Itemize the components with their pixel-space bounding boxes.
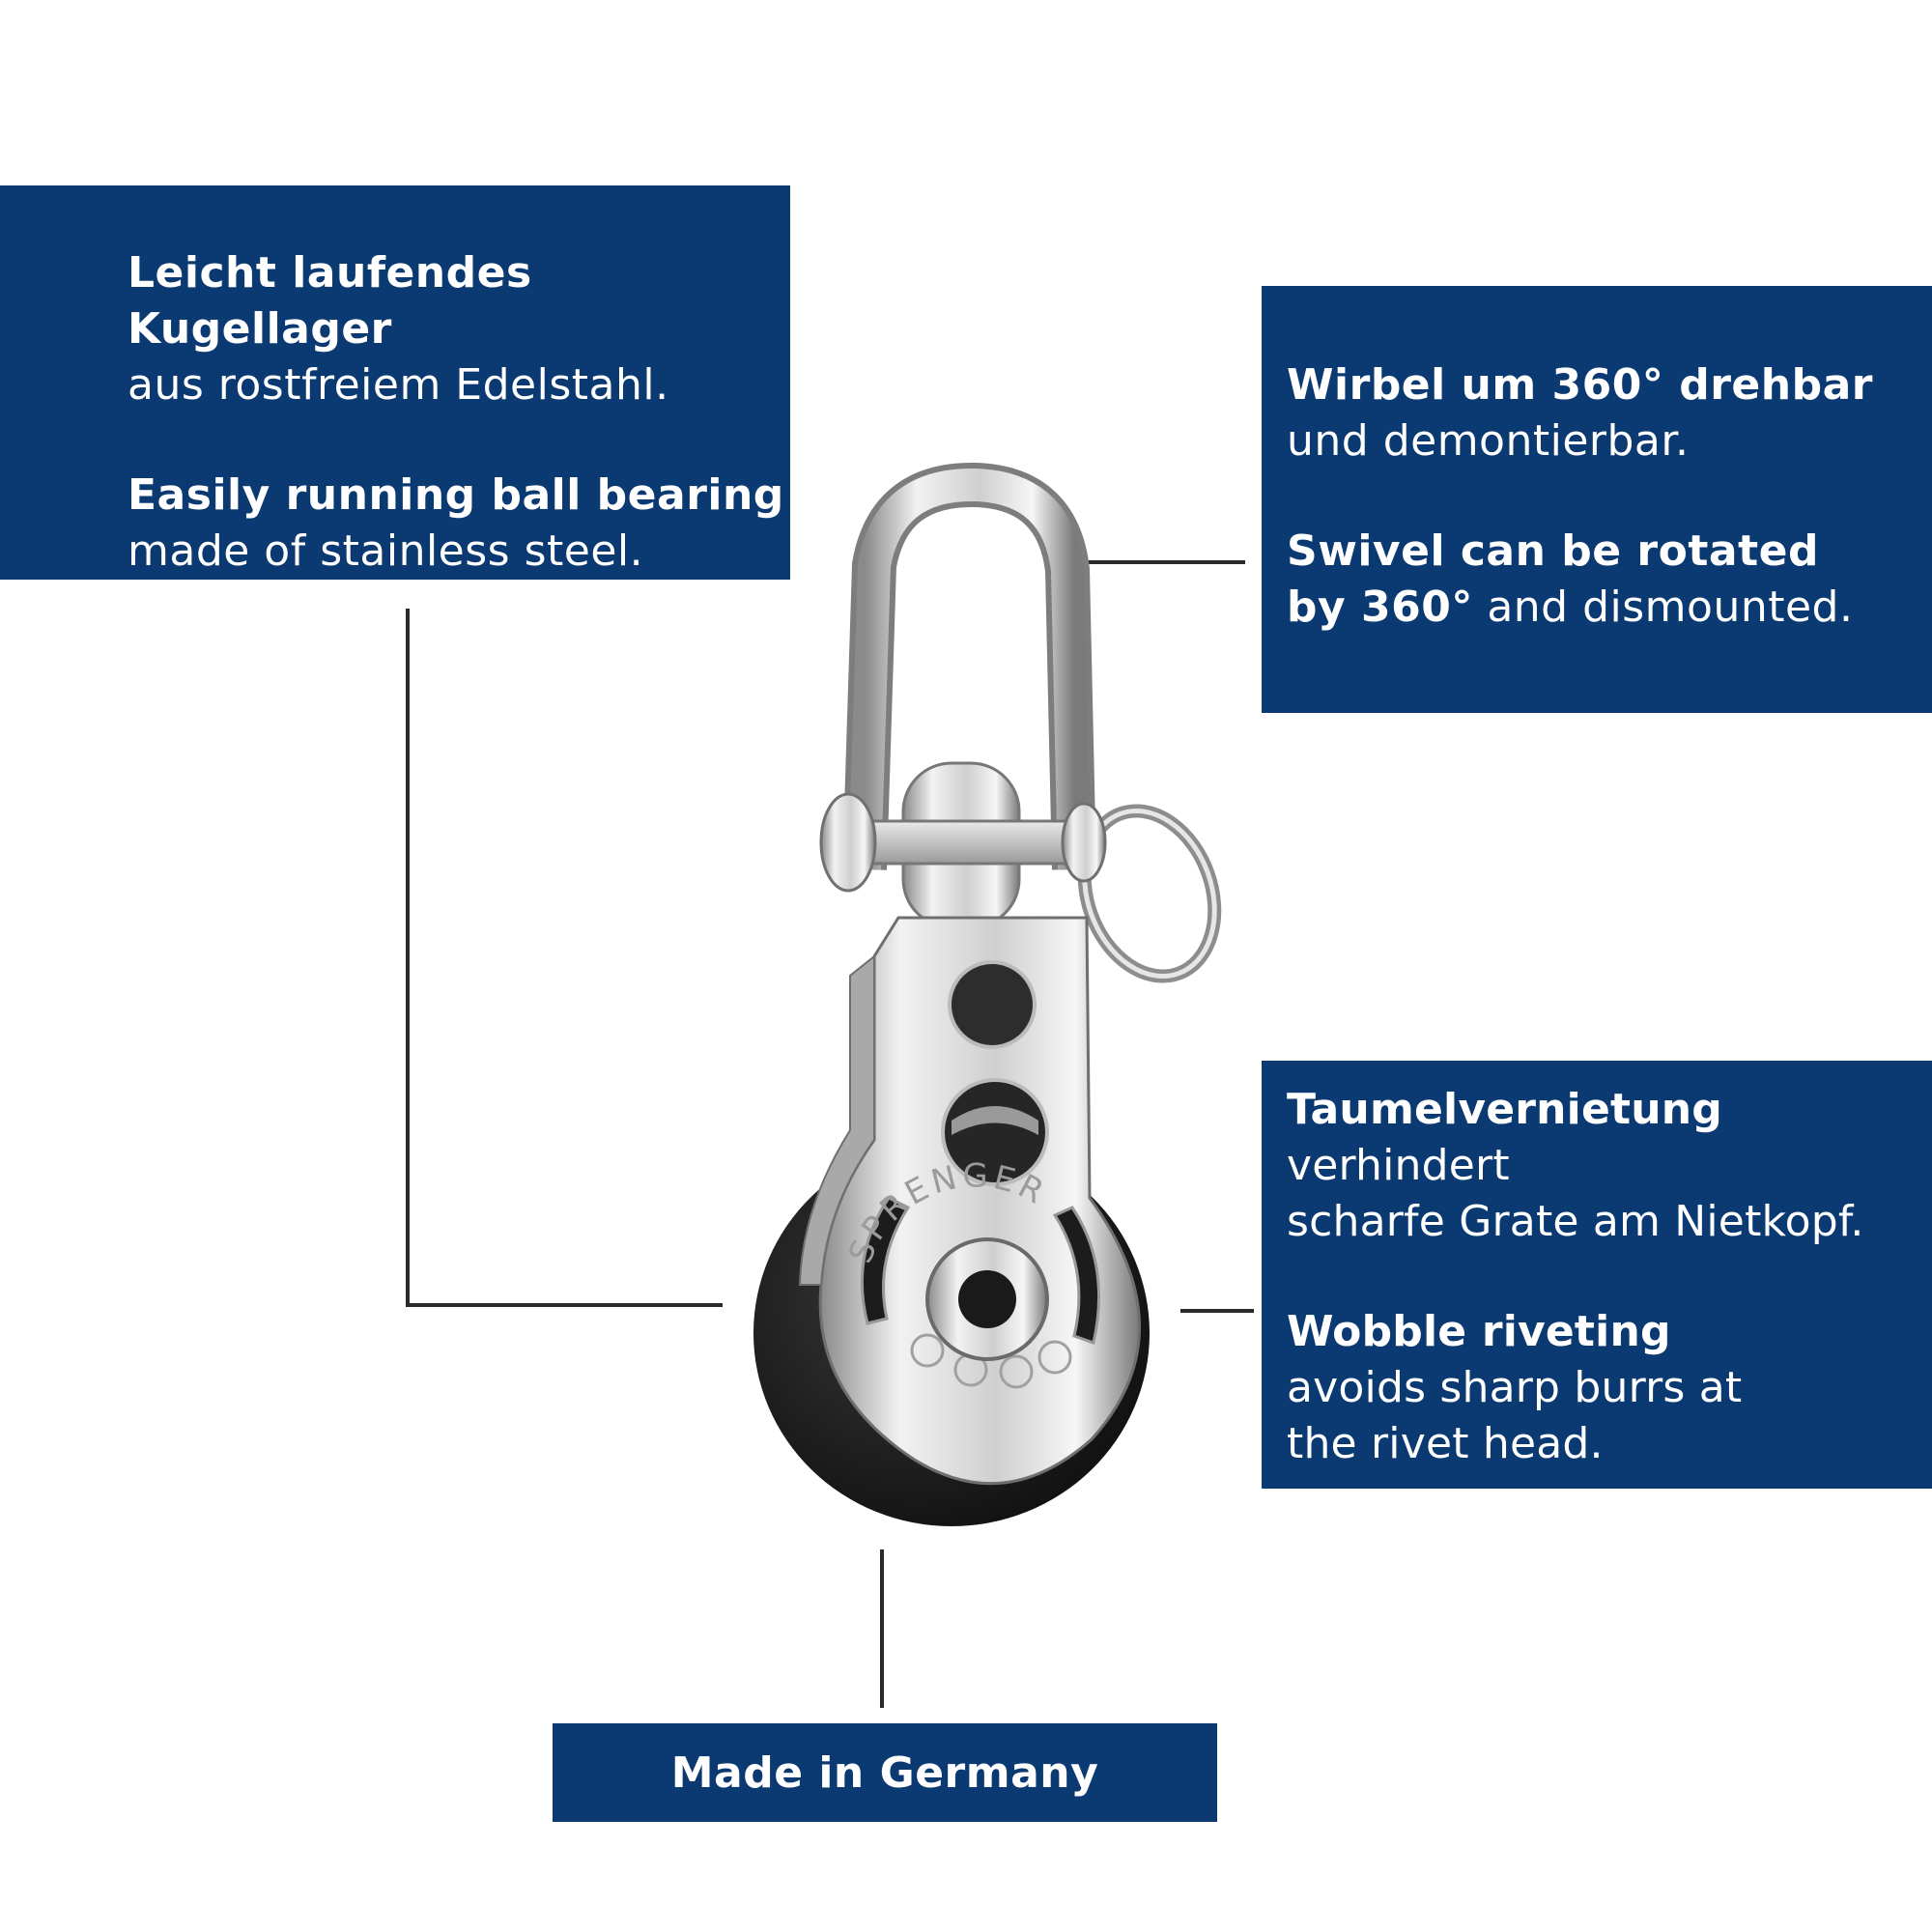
bearing-english-rest: made of stainless steel. [128,526,644,576]
shackle-pin [838,819,1098,866]
feature-box-bearing: Leicht laufendes Kugellager aus rostfrei… [0,185,790,580]
bearing-german-bold: Leicht laufendes Kugellager [128,248,532,354]
rivet-german: Taumelvernietung verhindert scharfe Grat… [1287,1082,1932,1250]
made-in-germany-box: Made in Germany [553,1723,1217,1822]
swivel-english-bold-2: by 360° [1287,582,1473,632]
bearing-english-bold: Easily running ball bearing [128,470,784,520]
bearing-german-rest: aus rostfreiem Edelstahl. [128,360,669,410]
engraved-circles [910,1333,1072,1389]
rivet-german-rest-2: scharfe Grate am Nietkopf. [1287,1197,1864,1246]
plate-flange [798,953,875,1286]
middle-hole [941,1078,1049,1186]
top-hole [948,960,1037,1049]
feature-box-rivet: Taumelvernietung verhindert scharfe Grat… [1262,1061,1932,1489]
rivet-english: Wobble riveting avoids sharp burrs at th… [1287,1304,1932,1472]
slot-left [860,1196,911,1325]
made-in-germany-label: Made in Germany [670,1747,1099,1798]
slot-right [1052,1206,1101,1345]
swivel-german-rest: und demontierbar. [1287,416,1690,466]
swivel-german: Wirbel um 360° drehbar und demontierbar. [1287,357,1932,469]
rivet-german-rest-1: verhindert [1287,1141,1510,1190]
split-ring [1077,804,1222,983]
swivel-english-rest: and dismounted. [1472,582,1854,632]
rivet-english-rest-2: the rivet head. [1287,1419,1604,1468]
rivet-english-bold: Wobble riveting [1287,1307,1671,1356]
rivet-german-bold: Taumelvernietung [1287,1085,1722,1134]
pin-head-left [819,792,877,893]
rivet-hole [958,1270,1016,1328]
bearing-german: Leicht laufendes Kugellager aus rostfrei… [128,245,790,413]
swivel-shackle [842,462,1096,870]
swivel-english: Swivel can be rotated by 360° and dismou… [1287,524,1932,636]
swivel-german-bold: Wirbel um 360° drehbar [1287,360,1873,410]
leader-lines [406,560,1254,1708]
feature-box-swivel: Wirbel um 360° drehbar und demontierbar.… [1262,286,1932,713]
leader-line-bearing [406,609,723,1307]
pin-head-right [1061,802,1107,883]
swivel-english-bold-1: Swivel can be rotated [1287,526,1819,576]
rivet-english-rest-1: avoids sharp burrs at [1287,1363,1743,1412]
bearing-english: Easily running ball bearing made of stai… [128,468,790,580]
